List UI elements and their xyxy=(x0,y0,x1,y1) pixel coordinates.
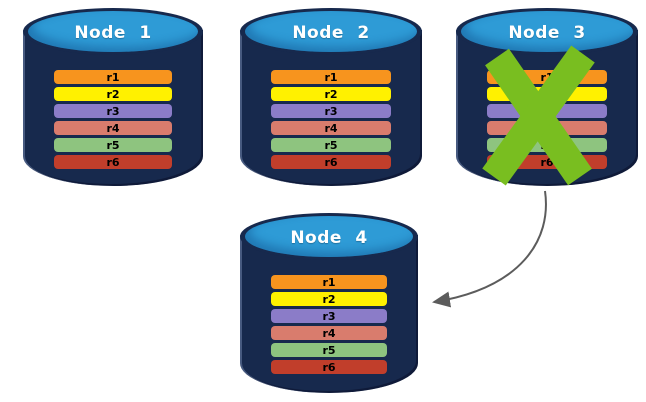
replica-row-label: r6 xyxy=(322,360,336,374)
replica-row-label: r2 xyxy=(324,87,338,101)
node-1-replica-rows: r1 r2 r3 r4 r5 r6 xyxy=(54,70,172,169)
replica-row-r1: r1 xyxy=(271,275,387,289)
replica-row-r2: r2 xyxy=(271,292,387,306)
node-2-replica-rows: r1 r2 r3 r4 r5 r6 xyxy=(271,70,391,169)
replica-row-r6: r6 xyxy=(271,360,387,374)
replica-row-r4: r4 xyxy=(271,121,391,135)
node-1-cylinder: Node 1 r1 r2 r3 r4 r5 r6 xyxy=(23,8,203,186)
node-4-cap: Node 4 xyxy=(245,216,413,257)
node-3-cylinder: Node 3 r1 r2 r3 r4 r5 r6 xyxy=(456,8,638,186)
node-3-replica-rows: r1 r2 r3 r4 r5 r6 xyxy=(487,70,607,169)
replica-row-label: r2 xyxy=(540,87,554,101)
replica-row-label: r5 xyxy=(540,138,554,152)
replica-row-label: r5 xyxy=(322,343,336,357)
replica-row-r5: r5 xyxy=(271,138,391,152)
replica-row-r5: r5 xyxy=(487,138,607,152)
node-4-replica-rows: r1 r2 r3 r4 r5 r6 xyxy=(271,275,387,374)
replica-row-r1: r1 xyxy=(54,70,172,84)
replica-row-r3: r3 xyxy=(271,104,391,118)
node-2-cap: Node 2 xyxy=(245,11,417,52)
replica-row-label: r1 xyxy=(324,70,338,84)
replica-row-label: r3 xyxy=(106,104,120,118)
replica-row-label: r4 xyxy=(324,121,338,135)
replica-row-r2: r2 xyxy=(487,87,607,101)
replica-row-r2: r2 xyxy=(271,87,391,101)
replica-row-label: r5 xyxy=(324,138,338,152)
replica-row-r4: r4 xyxy=(271,326,387,340)
replica-row-r2: r2 xyxy=(54,87,172,101)
replica-row-label: r1 xyxy=(106,70,120,84)
replica-row-r6: r6 xyxy=(54,155,172,169)
replica-row-label: r6 xyxy=(324,155,338,169)
node-1-cap: Node 1 xyxy=(28,11,198,52)
replica-row-r1: r1 xyxy=(271,70,391,84)
replica-row-r5: r5 xyxy=(271,343,387,357)
replica-row-r4: r4 xyxy=(487,121,607,135)
replica-row-label: r3 xyxy=(540,104,554,118)
node-4-title: Node 4 xyxy=(290,227,368,248)
replica-row-label: r1 xyxy=(540,70,554,84)
replica-row-r6: r6 xyxy=(271,155,391,169)
replica-row-label: r1 xyxy=(322,275,336,289)
node-4-cylinder: Node 4 r1 r2 r3 r4 r5 r6 xyxy=(240,213,418,393)
replica-row-r5: r5 xyxy=(54,138,172,152)
node-1-title: Node 1 xyxy=(74,22,152,43)
node-3-cap: Node 3 xyxy=(461,11,633,52)
replica-row-label: r2 xyxy=(106,87,120,101)
replica-row-label: r4 xyxy=(322,326,336,340)
replica-row-label: r6 xyxy=(106,155,120,169)
replica-row-r4: r4 xyxy=(54,121,172,135)
node-2-title: Node 2 xyxy=(292,22,370,43)
replica-row-r1: r1 xyxy=(487,70,607,84)
replica-row-label: r4 xyxy=(540,121,554,135)
node-3-title: Node 3 xyxy=(508,22,586,43)
replica-row-r3: r3 xyxy=(487,104,607,118)
replica-row-label: r6 xyxy=(540,155,554,169)
replica-row-label: r3 xyxy=(322,309,336,323)
replica-row-r3: r3 xyxy=(271,309,387,323)
replica-row-label: r5 xyxy=(106,138,120,152)
replica-row-r6: r6 xyxy=(487,155,607,169)
node-2-cylinder: Node 2 r1 r2 r3 r4 r5 r6 xyxy=(240,8,422,186)
replica-row-label: r3 xyxy=(324,104,338,118)
replica-row-label: r4 xyxy=(106,121,120,135)
replica-row-label: r2 xyxy=(322,292,336,306)
replica-row-r3: r3 xyxy=(54,104,172,118)
